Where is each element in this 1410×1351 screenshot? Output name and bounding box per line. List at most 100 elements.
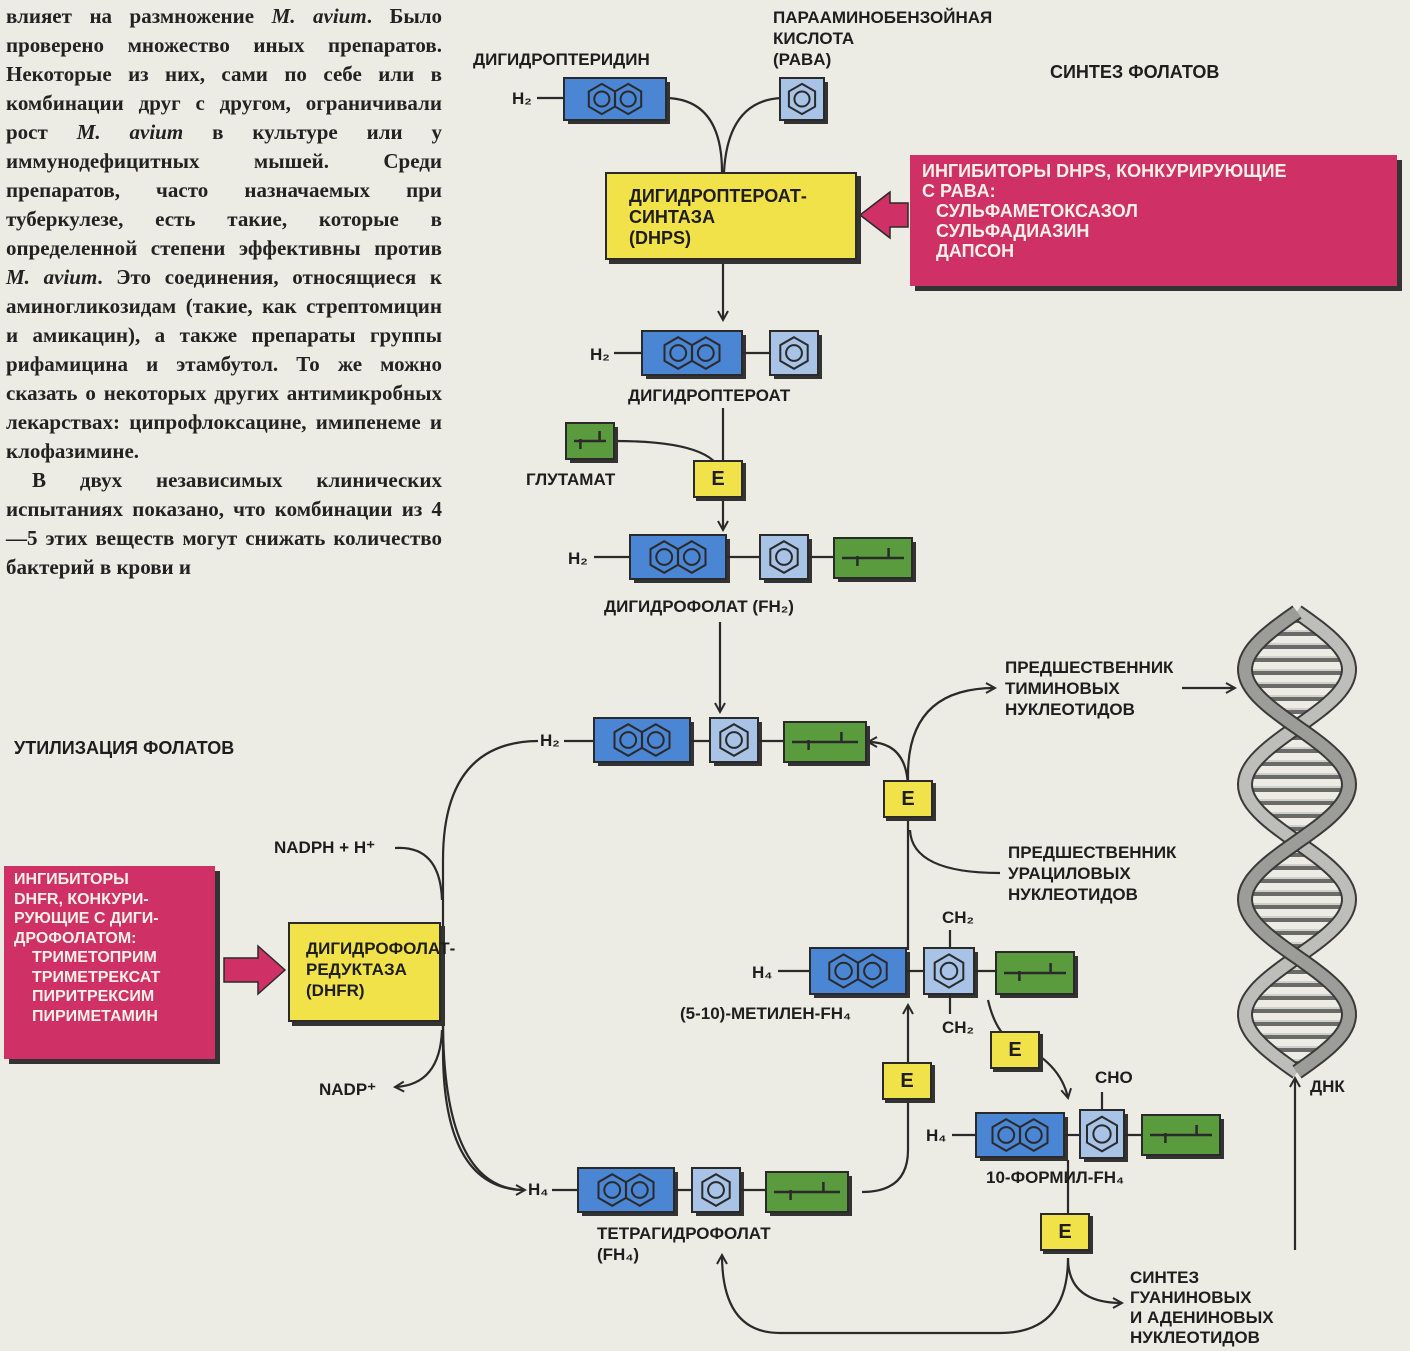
glutamate-block [833, 537, 916, 582]
label-purines-1: СИНТЕЗ [1130, 1268, 1200, 1287]
label-nadph: NADPH + H⁺ [274, 838, 376, 857]
label-h2-dihydropteroate: H₂ [590, 345, 610, 364]
label-cho: CHO [1095, 1068, 1133, 1087]
pteridine-ring-block [809, 947, 910, 998]
glutamate-block [1141, 1114, 1224, 1159]
arrow-nadph-in [394, 846, 444, 901]
label-dna: ДНК [1310, 1077, 1345, 1096]
benzoate-ring-block [709, 717, 762, 766]
dhfr-inhibitors-title-3: РУЮЩИЕ С ДИГИ- [14, 910, 159, 927]
pteridine-ring-block [641, 330, 746, 379]
label-h2-dhf-loop: H₂ [540, 731, 560, 750]
arrow-paba-to-dhps [722, 96, 783, 173]
benzoate-ring-block [923, 947, 978, 998]
dhfr-inhibitors-title-4: ДРОФОЛАТОМ: [14, 929, 137, 947]
text-run: влияет на размножение [6, 4, 272, 28]
label-uracil-3: НУКЛЕОТИДОВ [1008, 885, 1138, 904]
paragraph-1: влияет на размножение M. avium. Было про… [6, 2, 442, 466]
dhfr-drug: ТРИМЕТОПРИМ [32, 949, 157, 966]
benzoate-ring-block [779, 77, 828, 124]
text-run: . Было проверено множество иных препарат… [6, 4, 443, 144]
pteridine-ring-block [593, 717, 694, 766]
dhps-inhibitors-title-2: С PABA: [922, 181, 996, 201]
dhfr-drug: ПИРИТРЕКСИМ [32, 988, 155, 1005]
glutamate-block [565, 422, 618, 463]
pteridine-ring-block [577, 1167, 678, 1216]
label-thymine-2: ТИМИНОВЫХ [1005, 679, 1120, 698]
label-glutamate: ГЛУТАМАТ [526, 470, 616, 489]
enzyme-e-methylene-formyl: E [990, 1031, 1040, 1069]
dhfr-inhibitors-title-2: DHFR, КОНКУРИ- [14, 890, 149, 908]
enzyme-dhfr: ДИГИДРОФОЛАТ- РЕДУКТАЗА (DHFR) [288, 922, 456, 1022]
dhps-line-3: (DHPS) [629, 228, 691, 248]
text-run: в культуре или у иммунодефицитных мышей.… [6, 120, 442, 260]
arrow-fh4-to-methylene [861, 1005, 908, 1194]
label-formyl: 10-ФОРМИЛ-FH₄ [986, 1168, 1125, 1187]
dhps-drug: СУЛЬФАДИАЗИН [936, 221, 1090, 241]
arrow-uracil-in [908, 829, 1001, 875]
dhfr-inhibition-arrow [223, 944, 287, 996]
benzoate-ring-block [769, 330, 822, 379]
molecule-blocks [537, 77, 1224, 1216]
text-run: . Это соединения, относящиеся к аминогли… [6, 265, 443, 463]
text-run-italic: M. avium [6, 265, 98, 289]
pteridine-ring-block [975, 1112, 1068, 1161]
arrow-methylene-to-thymine [906, 688, 995, 950]
pteridine-ring-block [629, 534, 730, 583]
dna-backbone-2 [1238, 607, 1356, 1077]
label-thymine-3: НУКЛЕОТИДОВ [1005, 700, 1135, 719]
text-run-italic: M. avium [271, 4, 367, 28]
dhfr-line-2: РЕДУКТАЗА [306, 960, 407, 979]
benzoate-ring-block [691, 1167, 744, 1216]
dhps-line-1: ДИГИДРОПТЕРОАТ- [629, 186, 807, 206]
label-h4-formyl: H₄ [926, 1126, 947, 1145]
label-h4-methylene: H₄ [752, 963, 773, 982]
text-run-italic: M. avium [76, 120, 184, 144]
label-purines-3: И АДЕНИНОВЫХ [1130, 1308, 1274, 1327]
label-h2-dihydropteridine: H₂ [512, 89, 532, 108]
dhps-inhibitors-title-1: ИНГИБИТОРЫ DHPS, КОНКУРИРУЮЩИЕ [922, 161, 1287, 181]
enzyme-e-formyl: E [1040, 1213, 1090, 1251]
enzyme-e-thymidylate: E [883, 780, 933, 818]
article-text: влияет на размножение M. avium. Было про… [6, 2, 442, 582]
dhfr-line-3: (DHFR) [306, 981, 365, 1000]
glutamate-block [995, 951, 1078, 998]
dhfr-line-1: ДИГИДРОФОЛАТ- [306, 939, 456, 958]
label-purines-4: НУКЛЕОТИДОВ [1130, 1328, 1260, 1347]
arrow-nadp-out [395, 1029, 444, 1087]
label-paba-3: (PABA) [773, 50, 832, 69]
dhfr-inhibitors-title-1: ИНГИБИТОРЫ [14, 871, 129, 888]
label-purines-2: ГУАНИНОВЫХ [1130, 1288, 1252, 1307]
label-ch2-top: CH₂ [942, 908, 975, 927]
paragraph-2: В двух независимых клинических испытания… [6, 468, 442, 579]
label-ch2-bottom: CH₂ [942, 1018, 975, 1037]
label-dihydropteridine: ДИГИДРОПТЕРИДИН [473, 50, 650, 69]
dhfr-drug: ТРИМЕТРЕКСАТ [32, 968, 161, 986]
heading-utilization: УТИЛИЗАЦИЯ ФОЛАТОВ [14, 738, 235, 758]
label-tetrahydrofolate-2: (FH₄) [597, 1245, 640, 1264]
label-thymine-1: ПРЕДШЕСТВЕННИК [1005, 658, 1174, 677]
arrow-dihydropteridine-to-dhps [666, 96, 724, 173]
benzoate-ring-block [1079, 1109, 1128, 1162]
dhps-inhibition-arrow [858, 190, 909, 240]
arrow-to-purines [1066, 1257, 1122, 1303]
label-paba-2: КИСЛОТА [773, 29, 855, 48]
label-h4-fh4: H₄ [528, 1180, 549, 1199]
arrow-nadph-loop [441, 739, 539, 1192]
benzoate-ring-block [759, 534, 812, 583]
label-paba-1: ПАРААМИНОБЕНЗОЙНАЯ [773, 8, 993, 27]
dhfr-inhibitors-box: ИНГИБИТОРЫ DHFR, КОНКУРИ- РУЮЩИЕ С ДИГИ-… [4, 866, 215, 1059]
label-uracil-2: УРАЦИЛОВЫХ [1008, 864, 1131, 883]
label-methylene: (5-10)-МЕТИЛЕН-FH₄ [680, 1004, 852, 1023]
arrow-to-fh4 [441, 1019, 525, 1190]
dhps-drug: ДАПСОН [936, 241, 1015, 261]
enzyme-e-fh4-methylene: E [882, 1062, 932, 1100]
label-dihydrofolate: ДИГИДРОФОЛАТ (FH₂) [604, 597, 794, 616]
dhfr-drug: ПИРИМЕТАМИН [32, 1007, 158, 1025]
dhps-inhibitors-box: ИНГИБИТОРЫ DHPS, КОНКУРИРУЮЩИЕ С PABA: С… [910, 155, 1397, 286]
glutamate-block [765, 1171, 852, 1216]
pteridine-ring-block [563, 77, 670, 124]
label-nadp: NADP⁺ [319, 1080, 377, 1099]
arrow-back-to-fh4 [722, 1255, 1070, 1335]
